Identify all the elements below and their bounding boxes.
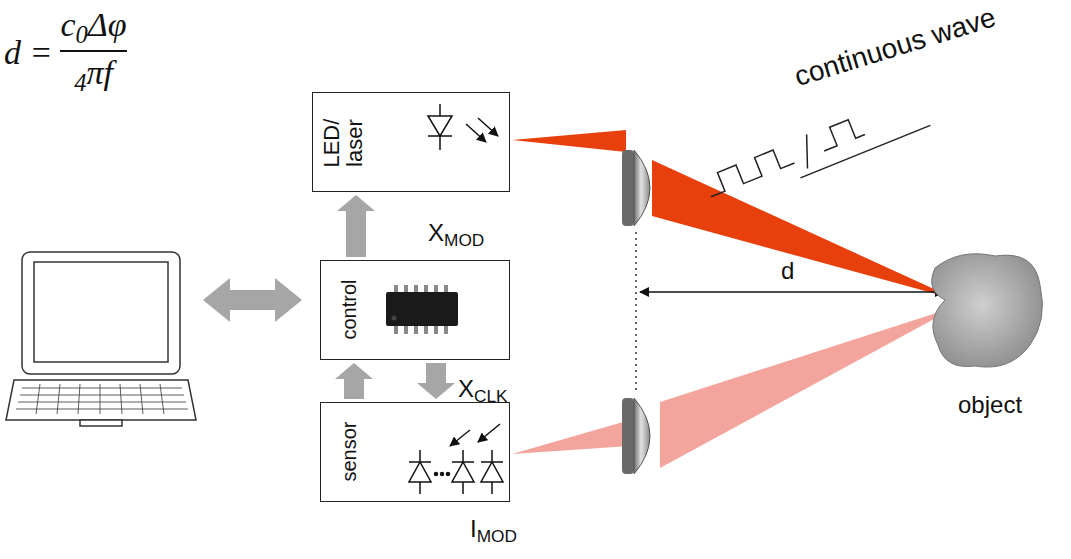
signal-name: XCLK (458, 376, 508, 406)
signal-arrow (335, 363, 373, 399)
reflected-beam (512, 420, 630, 454)
chip-symbol (386, 285, 458, 334)
object-shape (932, 254, 1043, 367)
laptop (6, 252, 196, 426)
block-box: control (320, 260, 510, 360)
formula-part: c0Δφ (60, 6, 126, 52)
block-label: LED/ laser (320, 112, 366, 174)
signal-arrow (337, 195, 375, 257)
formula-part: d = (4, 34, 52, 71)
distance-arrow (640, 291, 944, 293)
emitted-beam (652, 160, 958, 300)
lens (622, 398, 650, 474)
annotation: d (781, 258, 794, 284)
signal-name: IMOD (470, 516, 517, 546)
block-label: sensor (339, 402, 360, 502)
photodiode-symbol (409, 424, 503, 494)
diode-symbol (428, 104, 498, 150)
block-box: sensor (320, 402, 510, 502)
signal-arrow (417, 363, 455, 399)
reflected-beam (660, 306, 958, 468)
formula-part: 4πf (74, 54, 113, 97)
block-label: control (339, 260, 360, 360)
lens (622, 150, 650, 226)
link-arrow (203, 278, 302, 322)
emitted-beam (512, 130, 626, 152)
signal-name: XMOD (428, 220, 484, 250)
square-wave (703, 90, 930, 211)
annotation: continuous wave (791, 2, 999, 92)
annotation: object (958, 392, 1022, 418)
block-box: LED/ laser (312, 92, 510, 192)
reference-line (635, 232, 637, 394)
